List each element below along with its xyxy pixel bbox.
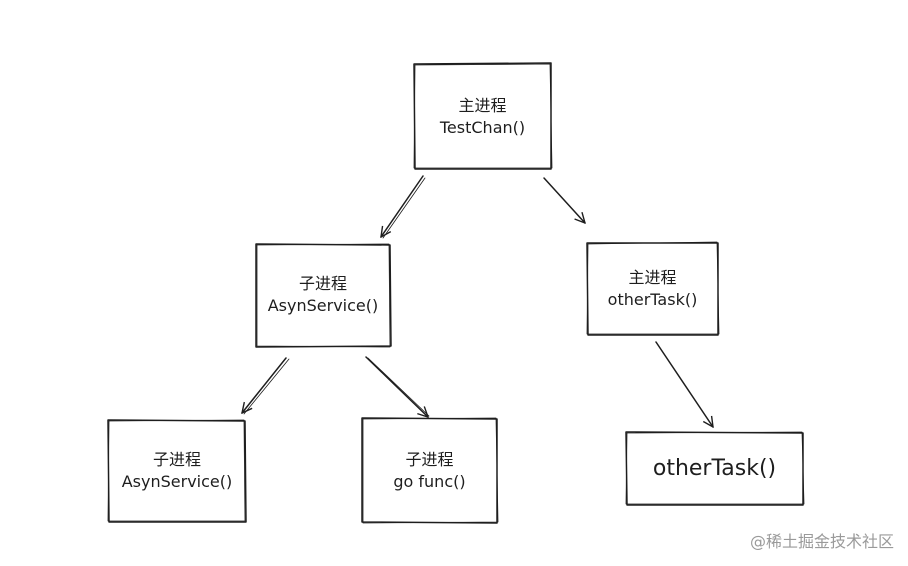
node-title: 主进程 <box>458 95 507 115</box>
arrow-asyn-to-gofunc <box>365 356 430 417</box>
node-title: 主进程 <box>628 268 677 287</box>
node-title: 子进程 <box>405 449 454 469</box>
node-child-asyn: 子进程 AsynService() <box>256 244 390 346</box>
arrow-asyn-to-asyn-leaf <box>242 357 290 415</box>
box-outline-main-testchan <box>413 62 553 170</box>
node-title: 子进程 <box>298 274 347 293</box>
box-outline-main-othertask <box>586 241 720 336</box>
arrow-othertask-to-leaf <box>655 341 713 427</box>
node-func: go func() <box>393 471 466 491</box>
node-child-asyn-leaf: 子进程 AsynService() <box>108 420 246 522</box>
node-main-othertask: 主进程 otherTask() <box>587 243 718 335</box>
arrow-testchan-to-asyn <box>381 175 426 239</box>
box-outline-othertask-leaf <box>625 431 805 506</box>
node-main-testchan: 主进程 TestChan() <box>414 64 551 169</box>
box-outline-child-asyn <box>255 243 392 348</box>
box-outline-child-asyn-leaf <box>107 419 247 523</box>
node-func: otherTask() <box>607 290 698 309</box>
watermark: @稀土掘金技术社区 <box>749 532 894 551</box>
node-func: AsynService() <box>267 296 379 315</box>
node-child-gofunc: 子进程 go func() <box>362 418 497 523</box>
node-func: AsynService() <box>121 472 233 491</box>
box-outline-child-gofunc <box>361 417 499 524</box>
node-func: TestChan() <box>439 117 526 137</box>
arrow-testchan-to-othertask <box>543 177 585 223</box>
node-othertask-leaf: otherTask() <box>626 432 803 505</box>
node-title: 子进程 <box>152 450 201 469</box>
node-label: otherTask() <box>652 455 777 481</box>
